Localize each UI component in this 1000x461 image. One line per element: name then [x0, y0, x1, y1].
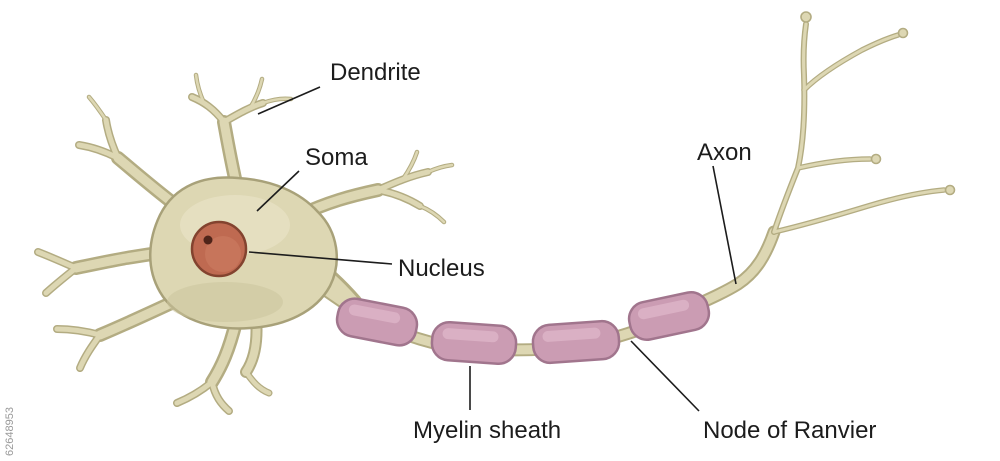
watermark: 62648953 [4, 407, 16, 456]
myelin-segment [335, 297, 419, 347]
node-of-ranvier-label-line [630, 340, 700, 412]
terminal-bouton [870, 153, 882, 165]
nucleus-label-line [248, 251, 393, 265]
myelin-segment [627, 291, 711, 341]
node-of-ranvier-label: Node of Ranvier [703, 417, 876, 444]
terminal-bouton [944, 184, 956, 196]
myelin-sheath-segments [335, 291, 711, 365]
dendrite-label: Dendrite [330, 59, 421, 86]
axon-terminals [774, 11, 956, 232]
terminal-bouton [897, 27, 909, 39]
soma-label: Soma [305, 144, 368, 171]
label-lines [248, 86, 737, 412]
nucleolus [203, 235, 213, 245]
dendrite-label-line [257, 86, 321, 115]
soma-label-line [256, 170, 300, 212]
labels: Dendrite Soma Nucleus Axon Myelin sheath… [305, 59, 876, 444]
nucleus-label: Nucleus [398, 255, 485, 282]
axon-label: Axon [697, 139, 752, 166]
myelin-segment [531, 319, 621, 365]
terminal-bouton [800, 11, 812, 23]
axon-label-line [712, 165, 737, 285]
nucleus [190, 220, 248, 278]
myelin-segment [430, 321, 518, 365]
myelin-sheath-label: Myelin sheath [413, 417, 561, 444]
